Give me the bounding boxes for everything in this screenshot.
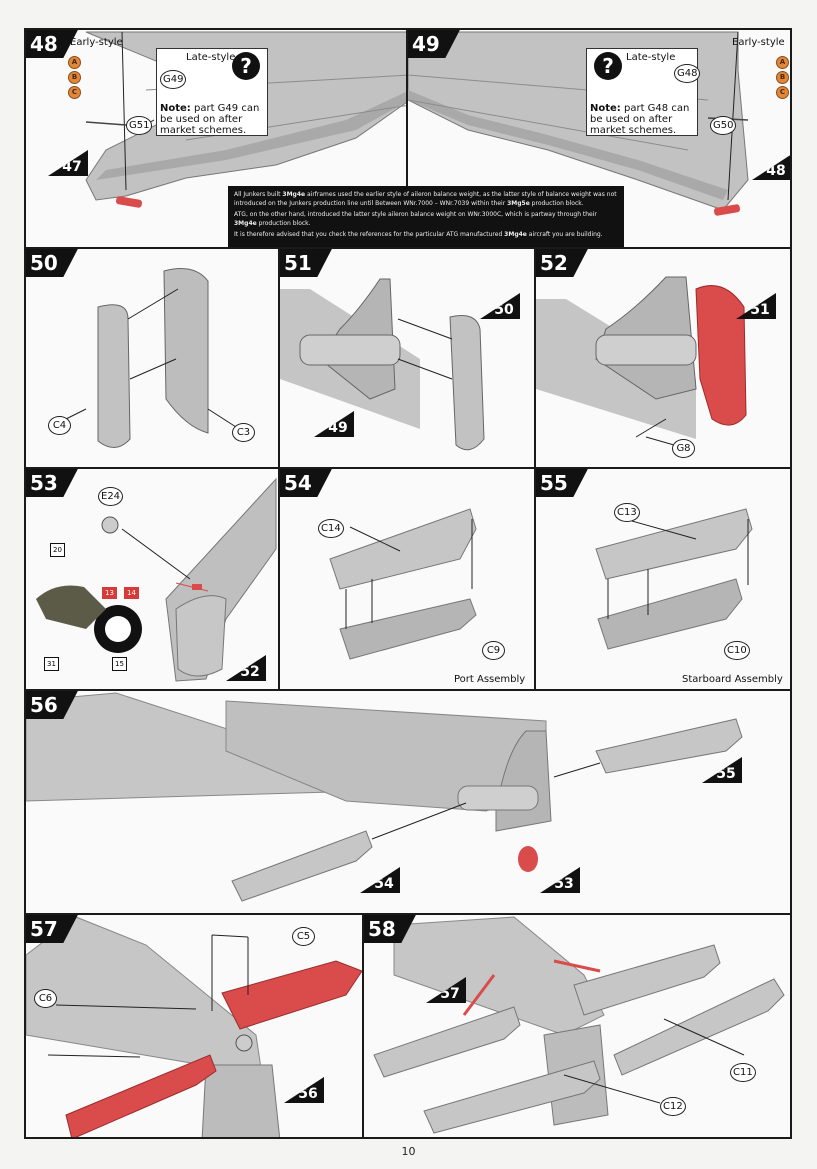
starboard-assembly-caption: Starboard Assembly xyxy=(682,674,783,685)
part-callout-g50: G50 xyxy=(710,116,737,135)
early-style-label: Early-style xyxy=(732,37,785,48)
step-58-panel: 58 57 C11 C12 xyxy=(362,913,792,1139)
note-body: part G49 can be used on after market sch… xyxy=(160,103,260,136)
note-body: part G48 can be used on after market sch… xyxy=(590,103,690,136)
paint-callout-15: 15 xyxy=(112,657,127,671)
step-50-illustration xyxy=(65,268,237,448)
paint-callout-14: 14 xyxy=(124,587,139,599)
option-a: A xyxy=(68,56,81,69)
part-callout-c4: C4 xyxy=(48,416,71,435)
note-bold: Note: xyxy=(590,103,621,114)
option-c: C xyxy=(68,86,81,99)
part-callout-g51: G51 xyxy=(126,116,153,135)
part-callout-c5: C5 xyxy=(292,927,315,946)
part-callout-c6: C6 xyxy=(34,989,57,1008)
part-callout-c13: C13 xyxy=(614,503,640,522)
info-paragraph-1: All Junkers built 3Mg4e airframes used t… xyxy=(234,191,617,207)
part-callout-c14: C14 xyxy=(318,519,344,538)
part-callout-g48: G48 xyxy=(674,64,701,83)
part-callout-c12: C12 xyxy=(660,1097,686,1116)
step-54-illustration xyxy=(329,508,477,660)
paint-callout-31: 31 xyxy=(44,657,59,671)
step-52-illustration xyxy=(536,276,747,450)
part-callout-c3: C3 xyxy=(232,423,255,442)
note-text: Note: part G48 can be used on after mark… xyxy=(590,103,696,136)
port-assembly-caption: Port Assembly xyxy=(454,674,526,685)
info-paragraph-3: It is therefore advised that you check t… xyxy=(234,231,603,238)
part-callout-c11: C11 xyxy=(730,1063,756,1082)
late-style-label: Late-style xyxy=(186,52,236,63)
step-number: 51 xyxy=(280,249,332,277)
note-bold: Note: xyxy=(160,103,191,114)
step-55-illustration xyxy=(595,508,753,650)
step-51-illustration xyxy=(280,278,485,451)
note-text: Note: part G49 can be used on after mark… xyxy=(160,103,266,136)
option-b: B xyxy=(776,71,789,84)
step-53-panel: 53 E24 20 13 14 31 15 52 xyxy=(24,467,280,691)
step-56-illustration xyxy=(26,692,743,902)
step-53-illustration xyxy=(36,477,277,682)
part-callout-e24: E24 xyxy=(98,487,124,506)
step-57-panel: 57 C5 C6 56 xyxy=(24,913,364,1139)
option-c: C xyxy=(776,86,789,99)
part-callout-c10: C10 xyxy=(724,641,750,660)
step-57-illustration xyxy=(26,916,362,1137)
step-number: 54 xyxy=(280,469,332,497)
part-callout-g8: G8 xyxy=(672,439,695,458)
part-callout-c9: C9 xyxy=(482,641,505,660)
step-55-panel: 55 C13 C10 Starboard Assembly xyxy=(534,467,792,691)
step-48-panel: 48 Early-style A B C Late-style ? G49 No… xyxy=(24,28,408,259)
step-54-panel: 54 C14 C9 Port Assembly xyxy=(278,467,536,691)
early-style-label: Early-style xyxy=(70,37,123,48)
aileron-balance-info-box: All Junkers built 3Mg4e airframes used t… xyxy=(228,186,624,248)
step-52-panel: 52 51 G8 xyxy=(534,247,792,469)
option-b: B xyxy=(68,71,81,84)
info-paragraph-2: ATG, on the other hand, introduced the l… xyxy=(234,211,597,227)
late-style-label: Late-style xyxy=(626,52,676,63)
step-51-panel: 51 50 49 xyxy=(278,247,536,469)
option-a: A xyxy=(776,56,789,69)
step-50-panel: 50 C4 C3 xyxy=(24,247,280,469)
step-56-panel: 56 55 54 53 xyxy=(24,689,792,915)
step-58-illustration xyxy=(373,916,785,1134)
step-number: 55 xyxy=(536,469,588,497)
question-icon: ? xyxy=(232,52,260,80)
page-number: 10 xyxy=(401,1145,416,1158)
late-style-box xyxy=(586,48,698,136)
paint-callout-13: 13 xyxy=(102,587,117,599)
paint-callout-20: 20 xyxy=(50,543,65,557)
question-icon: ? xyxy=(594,52,622,80)
part-callout-g49: G49 xyxy=(160,70,187,89)
